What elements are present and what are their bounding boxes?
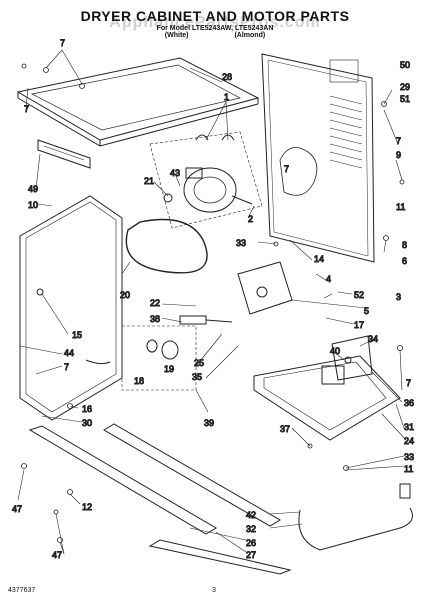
callout-36: 36 — [404, 398, 414, 408]
watermark: AppliancePartsPros.com — [109, 14, 321, 31]
callout-52: 52 — [354, 290, 364, 300]
callout-19: 19 — [164, 364, 174, 374]
drive-belt — [125, 218, 208, 274]
callout-39: 39 — [204, 418, 214, 428]
callout-7f: 7 — [406, 378, 411, 388]
callout-12: 12 — [82, 502, 92, 512]
base-rails — [28, 423, 292, 575]
callout-2: 2 — [248, 214, 253, 224]
callout-7e: 7 — [64, 362, 69, 372]
callout-37: 37 — [280, 424, 290, 434]
callout-49: 49 — [28, 184, 38, 194]
callout-33a: 33 — [236, 238, 246, 248]
callout-labels: 7 28 1 50 29 51 7 9 7 21 43 2 11 8 33 14… — [12, 38, 415, 561]
callout-28: 28 — [222, 72, 232, 82]
callout-50: 50 — [400, 60, 410, 70]
callout-7b: 7 — [396, 136, 401, 146]
model-line: For Model LTE5243AW, LTE5243AN (White) (… — [0, 25, 430, 39]
callout-29: 29 — [400, 82, 410, 92]
callout-40: 40 — [330, 346, 340, 356]
front-panel — [19, 195, 123, 421]
callout-20: 20 — [120, 290, 130, 300]
page-number: 3 — [212, 587, 216, 594]
callout-4: 4 — [326, 274, 331, 284]
callout-9: 9 — [396, 150, 401, 160]
callout-11b: 11 — [404, 464, 413, 474]
callout-16: 16 — [82, 404, 92, 414]
callout-14: 14 — [314, 254, 324, 264]
callout-22: 22 — [150, 298, 160, 308]
callout-10: 10 — [28, 200, 38, 210]
callout-1: 1 — [224, 92, 229, 102]
callout-7d: 7 — [24, 104, 29, 114]
motor-mount — [237, 261, 293, 315]
idler-group-outline — [121, 325, 197, 391]
screws — [21, 63, 405, 543]
callout-47b: 47 — [52, 550, 62, 560]
callout-25: 25 — [194, 358, 204, 368]
callout-44: 44 — [64, 348, 74, 358]
callout-11: 11 — [396, 202, 405, 212]
callout-32: 32 — [246, 524, 256, 534]
rear-panel — [261, 53, 375, 263]
callout-38: 38 — [150, 314, 160, 324]
callout-34: 34 — [368, 334, 378, 344]
leader-lines — [17, 49, 407, 555]
callout-18: 18 — [134, 376, 144, 386]
power-cord — [298, 483, 413, 551]
callout-8: 8 — [402, 240, 407, 250]
color-almond: (Almond) — [234, 32, 266, 39]
callout-24: 24 — [404, 436, 414, 446]
callout-5: 5 — [364, 306, 369, 316]
top-cover — [16, 57, 260, 147]
color-white: (White) — [164, 32, 189, 39]
callout-31: 31 — [404, 422, 414, 432]
callout-51: 51 — [400, 94, 410, 104]
callout-6: 6 — [402, 256, 407, 266]
callout-7a: 7 — [60, 38, 65, 48]
part-number: 4377637 — [8, 587, 36, 594]
idler-pulley — [146, 315, 233, 360]
control-bracket — [331, 335, 373, 381]
callout-21: 21 — [144, 176, 154, 186]
callout-27: 27 — [246, 550, 256, 560]
callout-26: 26 — [246, 538, 256, 548]
callout-42: 42 — [246, 510, 256, 520]
callout-43: 43 — [170, 168, 180, 178]
callout-3: 3 — [396, 292, 401, 302]
drive-motor — [163, 134, 253, 213]
motor-group-outline — [149, 131, 263, 229]
callout-30: 30 — [82, 418, 92, 428]
callout-35: 35 — [192, 372, 202, 382]
callout-47a: 47 — [12, 504, 22, 514]
callout-17: 17 — [354, 320, 364, 330]
top-bracket — [37, 139, 91, 169]
callout-15: 15 — [72, 330, 82, 340]
callout-7c: 7 — [284, 164, 289, 174]
page-title: DRYER CABINET AND MOTOR PARTS — [80, 8, 350, 24]
base — [253, 355, 401, 441]
callout-33b: 33 — [404, 452, 414, 462]
model-numbers: For Model LTE5243AW, LTE5243AN — [156, 25, 274, 32]
